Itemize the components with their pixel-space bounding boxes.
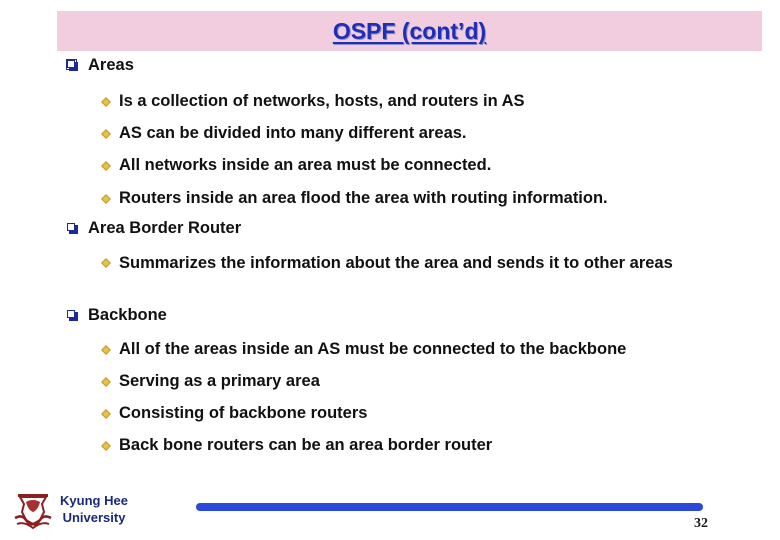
page-number: 32 bbox=[694, 516, 708, 531]
university-name: Kyung Hee University bbox=[58, 492, 130, 526]
list-item: Back bone routers can be an area border … bbox=[119, 436, 493, 454]
diamond-bullet-icon bbox=[101, 258, 111, 268]
list-item: Summarizes the information about the are… bbox=[119, 254, 673, 272]
list-item: All of the areas inside an AS must be co… bbox=[119, 340, 627, 358]
list-item: All networks inside an area must be conn… bbox=[119, 156, 492, 174]
kyung-hee-seal-icon bbox=[12, 490, 54, 530]
list-item: Serving as a primary area bbox=[119, 372, 320, 390]
university-name-line2: University bbox=[62, 510, 126, 525]
diamond-bullet-icon bbox=[101, 194, 111, 204]
list-item: Routers inside an area flood the area wi… bbox=[119, 189, 608, 207]
diamond-bullet-icon bbox=[101, 97, 111, 107]
square-bullet-icon bbox=[66, 222, 78, 234]
diamond-bullet-icon bbox=[101, 441, 111, 451]
square-bullet-icon bbox=[66, 59, 78, 71]
list-item: Consisting of backbone routers bbox=[119, 404, 368, 422]
diamond-bullet-icon bbox=[101, 409, 111, 419]
square-bullet-icon bbox=[66, 309, 78, 321]
diamond-bullet-icon bbox=[101, 161, 111, 171]
list-item: AS can be divided into many different ar… bbox=[119, 124, 467, 142]
slide-title: OSPF (cont’d) bbox=[332, 18, 487, 44]
section-heading-areas: Areas bbox=[88, 56, 134, 74]
title-bar: OSPF (cont’d) bbox=[57, 11, 762, 51]
diamond-bullet-icon bbox=[101, 345, 111, 355]
diamond-bullet-icon bbox=[101, 129, 111, 139]
section-heading-backbone: Backbone bbox=[88, 306, 167, 324]
list-item: Is a collection of networks, hosts, and … bbox=[119, 92, 525, 110]
diamond-bullet-icon bbox=[101, 377, 111, 387]
section-heading-area-border-router: Area Border Router bbox=[88, 219, 242, 237]
footer-divider-bar bbox=[196, 503, 703, 511]
university-name-line1: Kyung Hee bbox=[60, 493, 128, 508]
